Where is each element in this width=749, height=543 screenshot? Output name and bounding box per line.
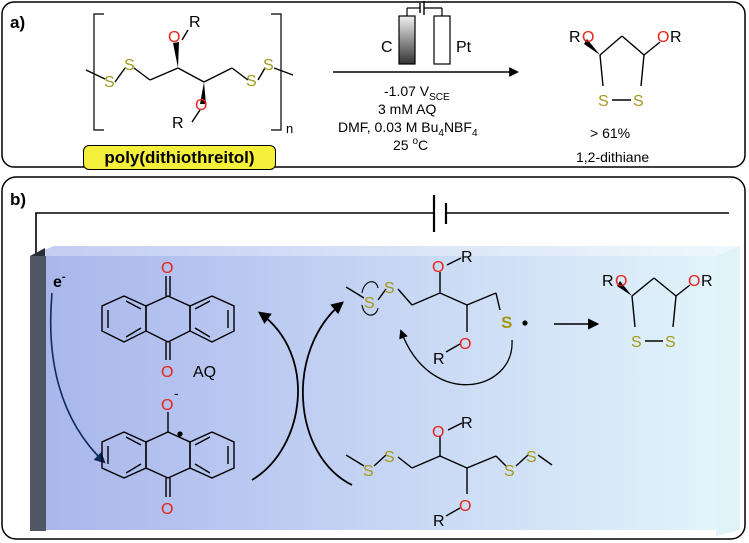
panel-a-label: a) bbox=[10, 13, 25, 32]
dithiane-product-a bbox=[599, 35, 661, 101]
product-name-label: 1,2-dithiane bbox=[576, 149, 649, 165]
panel-a-frame bbox=[1, 1, 746, 168]
radical-s-1: S bbox=[364, 295, 375, 312]
dithiane-b-s-left: S bbox=[631, 334, 642, 351]
solution-region bbox=[45, 256, 739, 530]
solution-top-face bbox=[30, 246, 740, 256]
radical-r-upper: R bbox=[461, 249, 473, 266]
segment-s-1: S bbox=[363, 463, 374, 480]
segment-r-upper: R bbox=[461, 415, 473, 432]
panel-b: b) e- O O bbox=[1, 176, 746, 540]
circuit-wire bbox=[35, 212, 729, 256]
dithiane-a-wedge bbox=[584, 39, 600, 55]
dithiane-b-o-right: O bbox=[688, 273, 700, 290]
segment-oxygen-upper: O bbox=[432, 424, 444, 441]
radical-oxygen-upper: O bbox=[432, 259, 444, 276]
electrochemical-cell-icon bbox=[398, 1, 451, 65]
wedge-bond-upper bbox=[173, 42, 179, 68]
radical-oxygen-lower: O bbox=[459, 336, 471, 353]
polymer-sulfur-2: S bbox=[124, 57, 135, 74]
aq-radical-anion-structure bbox=[101, 412, 235, 497]
wedge-bond-lower bbox=[200, 82, 206, 104]
homolysis-half-arrow-2 bbox=[361, 304, 379, 316]
aq-anion-oxygen-top: O bbox=[161, 397, 173, 414]
dithiane-a-r-right: R bbox=[670, 29, 682, 46]
polymer-oxygen-upper: O bbox=[168, 29, 180, 46]
dithiane-a-s-left: S bbox=[598, 93, 609, 110]
polymer-segment-b bbox=[345, 422, 553, 517]
segment-r-lower: R bbox=[433, 513, 445, 530]
carbon-electrode bbox=[398, 15, 416, 65]
condition-aq: 3 mM AQ bbox=[378, 101, 436, 117]
polymer-sulfur-3: S bbox=[246, 73, 257, 90]
dithiane-a-r-left: R bbox=[569, 29, 581, 46]
thiyl-radical-sulfur: S bbox=[501, 313, 512, 332]
condition-solvent: DMF, 0.03 M Bu4NBF4 bbox=[338, 119, 478, 139]
dithiane-a-o-left: O bbox=[582, 29, 594, 46]
dithiane-a-o-right: O bbox=[657, 29, 669, 46]
electron-label: e- bbox=[53, 271, 66, 291]
electrode-face bbox=[30, 256, 46, 531]
aq-anion-charge: - bbox=[174, 385, 179, 401]
aq-anion-oxygen-bottom: O bbox=[161, 501, 173, 518]
right-bracket bbox=[271, 13, 282, 131]
electron-transfer-arrow bbox=[49, 292, 106, 464]
segment-s-3: S bbox=[504, 463, 515, 480]
dithiane-a-s-right: S bbox=[633, 93, 644, 110]
carbon-label: C bbox=[381, 39, 393, 56]
condition-potential: -1.07 VSCE bbox=[384, 83, 450, 103]
platinum-electrode bbox=[433, 15, 451, 65]
anthraquinone-structure bbox=[101, 276, 235, 360]
radical-dot-aq bbox=[177, 431, 183, 437]
cycle-arrow-left-up bbox=[302, 301, 353, 486]
polymer-sulfur-4: S bbox=[263, 57, 274, 74]
repeat-n: n bbox=[286, 121, 293, 136]
polymer-r-upper: R bbox=[189, 14, 201, 31]
left-bracket bbox=[93, 13, 104, 131]
segment-s-4: S bbox=[526, 449, 537, 466]
polymer-oxygen-lower: O bbox=[195, 97, 207, 114]
solution-side-face bbox=[716, 246, 740, 536]
dithiane-b-o-left: O bbox=[615, 273, 627, 290]
dithiane-product-b bbox=[631, 277, 691, 342]
panel-a: a) n S S S S O R O R bbox=[1, 1, 746, 168]
polymer-repeat-unit bbox=[85, 29, 294, 123]
polymer-name-badge: poly(dithiothreitol) bbox=[83, 145, 276, 170]
thiyl-radical-dot bbox=[522, 320, 528, 326]
dithiane-b-wedge bbox=[617, 281, 632, 296]
dithiane-b-s-right: S bbox=[665, 334, 676, 351]
cycle-arrow-right-up bbox=[251, 311, 299, 481]
polymer-r-lower: R bbox=[172, 115, 184, 132]
yield-label: > 61% bbox=[590, 125, 630, 141]
dithiane-b-r-left: R bbox=[602, 273, 614, 290]
radical-r-lower: R bbox=[433, 351, 445, 368]
homolysis-half-arrow-1 bbox=[361, 281, 379, 294]
panel-b-label: b) bbox=[10, 190, 26, 209]
aq-label: AQ bbox=[193, 364, 216, 381]
aq-oxygen-bottom: O bbox=[161, 364, 173, 381]
polymer-sulfur-1: S bbox=[104, 74, 115, 91]
aq-oxygen-top: O bbox=[161, 260, 173, 277]
segment-s-2: S bbox=[384, 449, 395, 466]
segment-oxygen-lower: O bbox=[459, 498, 471, 515]
radical-s-2: S bbox=[384, 280, 395, 297]
condition-temperature: 25 oC bbox=[393, 136, 428, 153]
cyclization-arrow bbox=[399, 329, 513, 386]
dithiane-b-r-right: R bbox=[701, 273, 713, 290]
thiyl-radical-intermediate bbox=[345, 257, 501, 353]
platinum-label: Pt bbox=[456, 39, 472, 56]
